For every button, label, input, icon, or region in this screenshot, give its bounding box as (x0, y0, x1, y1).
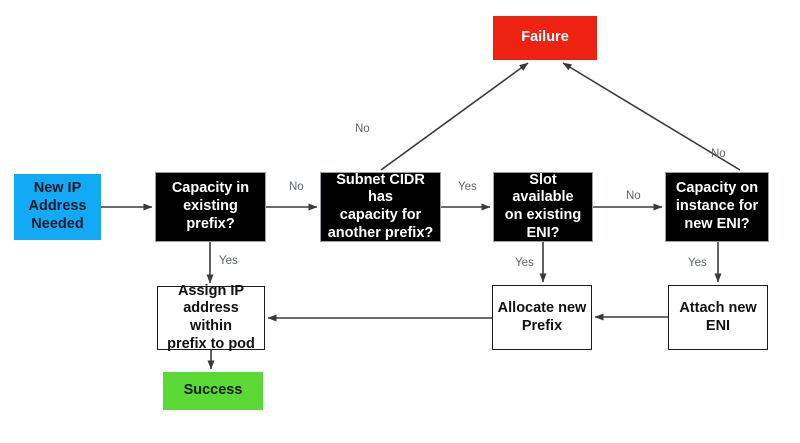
edge-label-subnet-yes: Yes (458, 181, 477, 193)
node-failure[interactable]: Failure (493, 16, 597, 60)
edge-label-slot-no: No (626, 190, 641, 202)
node-assign-ip-address[interactable]: Assign IP address within prefix to pod (157, 283, 265, 352)
edge-label-instance-no: No (711, 148, 726, 160)
edge-label-slot-yes: Yes (515, 257, 534, 269)
edge-label-capacity-yes: Yes (219, 255, 238, 267)
node-subnet-cidr-has-capacity[interactable]: Subnet CIDR has capacity for another pre… (320, 172, 441, 242)
node-attach-new-eni[interactable]: Attach new ENI (668, 285, 768, 350)
edge-label-capacity-no: No (289, 181, 304, 193)
node-new-ip-address-needed[interactable]: New IP Address Needed (14, 174, 101, 240)
node-capacity-in-existing-prefix[interactable]: Capacity in existing prefix? (155, 172, 266, 242)
edge-label-instance-yes: Yes (688, 257, 707, 269)
node-capacity-on-instance-for-new-eni[interactable]: Capacity on instance for new ENI? (665, 172, 769, 242)
node-slot-available-on-existing-eni[interactable]: Slot available on existing ENI? (493, 172, 593, 242)
edge-subnet-no-to-failure (380, 62, 529, 171)
edge-label-subnet-no: No (355, 123, 370, 135)
node-allocate-new-prefix[interactable]: Allocate new Prefix (492, 285, 592, 350)
node-success[interactable]: Success (163, 372, 263, 410)
